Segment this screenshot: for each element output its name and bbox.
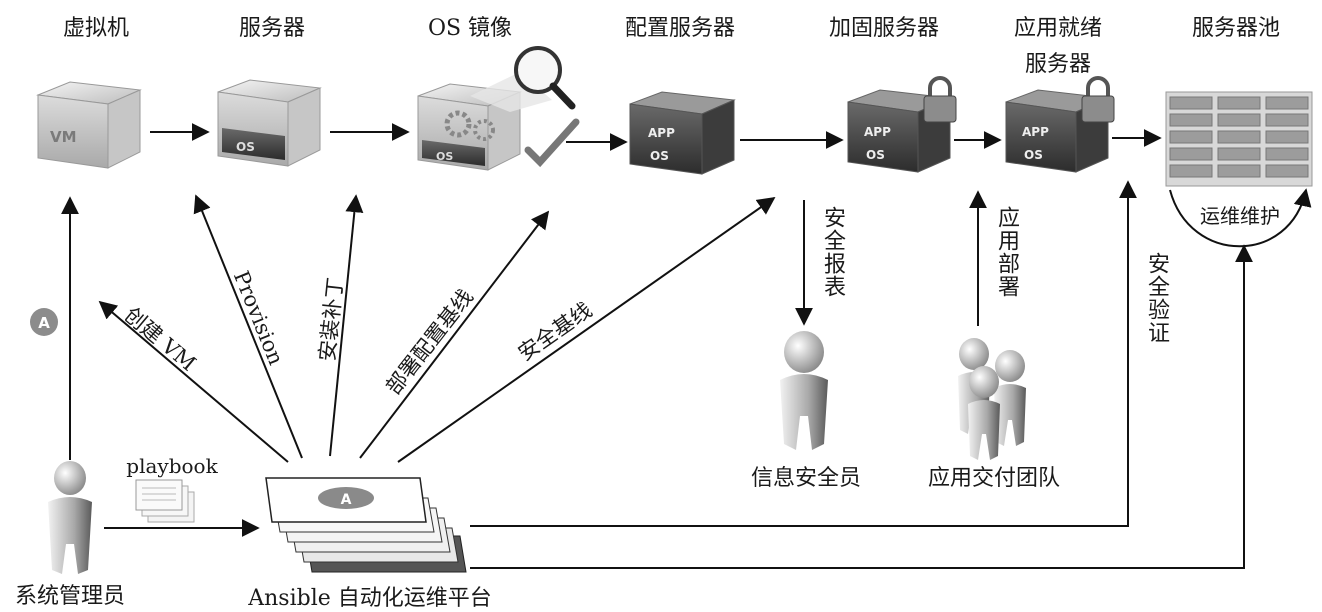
checkmark-icon [524,118,580,168]
lock-icon [1086,76,1110,98]
security-report-label: 安全报表 [820,206,845,298]
sysadmin-person-icon [48,461,92,574]
server-pool-icon [1165,91,1313,187]
app-ready-os-text: OS [1024,148,1043,162]
playbook-icon [135,479,195,523]
os-image-os-text: OS [436,150,453,163]
infosec-person-icon [780,331,828,450]
server-os-text: OS [236,140,255,154]
stage-label-app-ready-line1: 应用就绪 [1013,16,1103,41]
app-ready-server-icon: APP OS [1005,76,1115,173]
ansible-platform-icon: A [265,477,467,573]
app-deploy-label: 应用部署 [994,206,1019,298]
stage-label-server-pool: 服务器池 [1191,16,1281,41]
app-team-label: 应用交付团队 [927,466,1061,491]
infosec-label: 信息安全员 [750,466,862,491]
stage-label-app-ready-line2: 服务器 [1024,52,1092,77]
ansible-logo-icon: A [30,308,58,336]
hardened-os-text: OS [866,148,885,162]
stage-label-vm: 虚拟机 [62,16,130,41]
lock-icon [928,76,952,98]
vm-box-icon: VM [36,81,142,169]
security-verify-label: 安全验证 [1144,252,1169,344]
app-team-people-icon [958,338,1026,460]
ops-maintenance-label: 运维维护 [1200,204,1280,228]
configured-os-text: OS [650,149,669,163]
configured-server-icon: APP OS [629,91,736,175]
playbook-label: playbook [126,454,218,478]
magnifier-icon [514,46,562,94]
app-ready-app-text: APP [1022,125,1049,139]
hardened-server-icon: APP OS [847,76,957,173]
stage-label-configured-server: 配置服务器 [624,16,736,41]
stage-label-hardened-server: 加固服务器 [828,16,940,41]
platform-logo-text: A [341,492,352,508]
server-box-icon: OS [217,79,322,167]
os-image-icon: OS [417,46,580,171]
stage-label-os-image: OS 镜像 [427,16,513,41]
vm-box-text: VM [50,128,77,146]
hardened-app-text: APP [864,125,891,139]
gear-icon [444,110,472,138]
configured-app-text: APP [648,126,675,140]
gear-icon [473,119,495,141]
sysadmin-label: 系统管理员 [14,584,126,609]
stage-label-server: 服务器 [238,16,306,41]
svg-text:A: A [38,314,50,332]
platform-label: Ansible 自动化运维平台 [248,586,492,611]
